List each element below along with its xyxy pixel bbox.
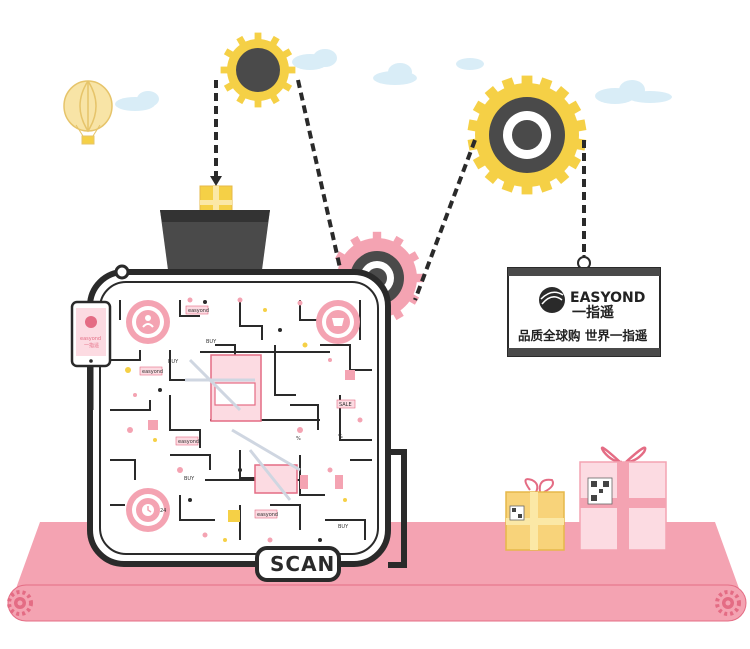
phone-icon: easyond 一指遥 xyxy=(70,300,112,410)
qr-word-buy: BUY xyxy=(184,476,195,482)
qr-word-buy: BUY xyxy=(338,524,349,530)
sign-slogan: 品质全球购 世界一指遥 xyxy=(518,328,648,343)
qr-labels: easyond easyond easyond easyond BUY BUY … xyxy=(139,305,356,530)
sign-brand-cn: 一指遥 xyxy=(572,304,614,321)
qr-word-easyond: easyond xyxy=(188,308,209,314)
finder-pattern-user xyxy=(126,300,170,344)
qr-word-easyond: easyond xyxy=(257,512,278,518)
scan-label: SCAN xyxy=(270,552,335,576)
gift-box-icon xyxy=(579,446,667,551)
cloud-icon xyxy=(115,49,672,111)
gear-icon xyxy=(467,75,587,195)
phone-brand-label: easyond xyxy=(80,336,101,342)
cart-icon xyxy=(316,300,360,344)
sign-brand: EASYOND xyxy=(570,290,645,306)
qr-word-buy: BUY xyxy=(168,359,179,365)
gift-box-icon xyxy=(505,478,565,551)
qr-code-maze xyxy=(110,300,372,540)
qr-word-24: 24 xyxy=(160,508,166,514)
qr-word-easyond: easyond xyxy=(142,369,163,375)
qr-word-buy: BUY xyxy=(206,339,217,345)
qr-box xyxy=(185,354,301,501)
hopper xyxy=(160,210,270,270)
gear-icon xyxy=(7,590,33,616)
scan-label-plate: SCAN xyxy=(255,546,341,582)
qr-word-percent: % xyxy=(338,434,343,440)
qr-dots xyxy=(125,297,363,543)
brand-sign xyxy=(507,255,661,357)
hot-air-balloon-icon xyxy=(63,80,113,145)
arrow-down-icon xyxy=(210,176,222,186)
qr-word-easyond: easyond xyxy=(178,439,199,445)
qr-word-sale: SALE xyxy=(339,402,352,408)
dashed-belt xyxy=(214,79,586,301)
qr-word-percent: % xyxy=(296,436,301,442)
gear-icon xyxy=(220,32,296,108)
gear-icon xyxy=(715,590,741,616)
clock-icon xyxy=(126,488,170,532)
phone-brand-cn-label: 一指遥 xyxy=(84,342,99,349)
